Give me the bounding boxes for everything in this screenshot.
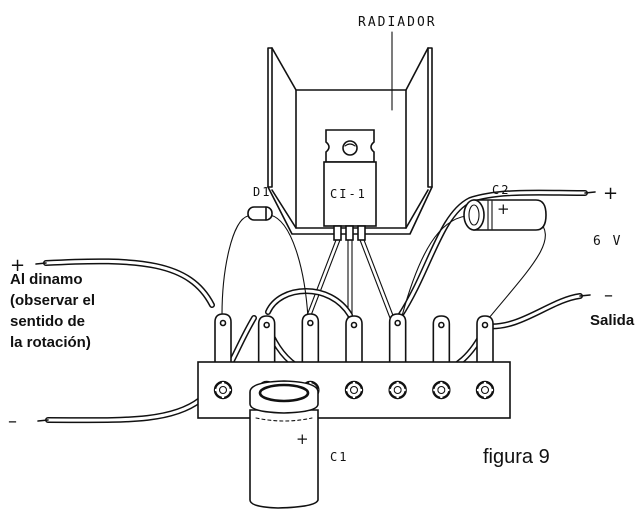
strip-eyelet (432, 380, 451, 400)
terminal-lug (388, 313, 407, 362)
strip-eyelet (475, 380, 495, 400)
input-description-line-1: Al dinamo (10, 271, 83, 288)
terminal-lug (214, 313, 232, 362)
strip-eyelet (388, 380, 407, 400)
strip-eyelet (344, 380, 364, 400)
input-description: Al dinamo (observar el sentido de la rot… (10, 271, 95, 351)
terminal-lug (301, 313, 320, 362)
input-description-line-3: sentido de (10, 313, 85, 330)
c2-lead-positive (401, 215, 467, 317)
diode-d1 (247, 206, 273, 221)
c2-polarity: + (497, 200, 510, 218)
terminal-lug (345, 315, 363, 362)
output-positive-sign: + (603, 183, 618, 204)
capacitor-c2 (463, 199, 547, 231)
output-negative-sign: – (604, 285, 613, 306)
input-positive-wire (35, 258, 215, 308)
input-description-line-4: la rotación) (10, 334, 91, 351)
output-label: Salida (590, 312, 635, 329)
c2-lead-negative (483, 219, 546, 325)
input-description-line-2: (observar el (10, 292, 95, 309)
figure-caption: figura 9 (483, 446, 550, 468)
regulator-ic (323, 129, 377, 241)
strip-eyelet (213, 380, 233, 400)
input-positive-sign: + (10, 255, 25, 276)
c2-label: C2 (492, 183, 510, 197)
c1-polarity: + (296, 430, 309, 448)
terminal-lug (476, 315, 494, 362)
d1-lead-cathode (269, 214, 309, 319)
c1-label: C1 (330, 450, 348, 464)
output-voltage: 6 V (593, 234, 622, 249)
output-negative-wire (483, 293, 591, 330)
output-positive-wire (397, 189, 596, 319)
d1-lead-anode (221, 215, 249, 316)
input-negative-sign: – (8, 411, 17, 432)
diode-label: D1 (253, 185, 271, 199)
terminal-lug (432, 315, 451, 362)
jumper-wire (265, 288, 353, 318)
terminal-strip (197, 313, 511, 419)
heatsink-label: RADIADOR (358, 15, 437, 30)
ic-label: CI-1 (330, 187, 367, 201)
capacitor-c1 (249, 380, 319, 509)
terminal-lug (257, 315, 276, 362)
